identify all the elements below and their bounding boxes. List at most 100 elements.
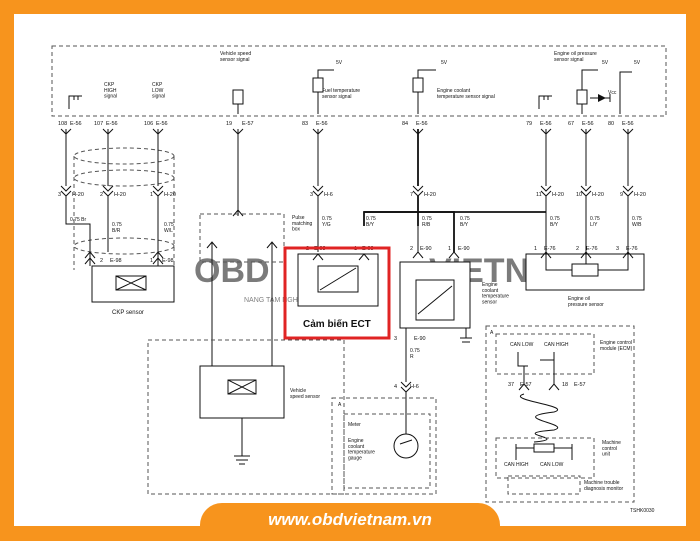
svg-text:18: 18 [562, 382, 568, 388]
svg-text:E-76: E-76 [544, 246, 556, 252]
svg-text:3: 3 [394, 336, 397, 342]
svg-text:OBD: OBD [194, 252, 270, 290]
svg-text:0.75L/Y: 0.75L/Y [590, 216, 600, 228]
svg-text:E-56: E-56 [316, 121, 328, 127]
svg-text:0.75R/B: 0.75R/B [422, 216, 432, 228]
svg-text:0.75B/R: 0.75B/R [112, 222, 122, 234]
label-vcc: Vcc [608, 90, 617, 96]
svg-text:E-57: E-57 [520, 382, 532, 388]
ground-icon [538, 95, 552, 109]
label-5v-1: 5V [336, 60, 343, 66]
svg-text:2: 2 [410, 246, 413, 252]
svg-text:H-6: H-6 [324, 192, 333, 198]
svg-text:0.75B/Y: 0.75B/Y [366, 216, 376, 228]
svg-text:H-20: H-20 [114, 192, 126, 198]
svg-text:E-56: E-56 [70, 121, 82, 127]
svg-text:79: 79 [526, 121, 532, 127]
svg-text:E-56: E-56 [156, 121, 168, 127]
resistor-icon [412, 77, 424, 93]
svg-text:A: A [490, 330, 494, 336]
svg-text:11: 11 [536, 192, 542, 198]
svg-text:H-6: H-6 [410, 384, 419, 390]
svg-text:CAN LOW: CAN LOW [540, 462, 564, 468]
diagram-code: TSHK0030 [630, 508, 655, 514]
svg-text:H-20: H-20 [72, 192, 84, 198]
svg-text:107: 107 [94, 121, 103, 127]
supply-lines [317, 69, 632, 104]
svg-text:3: 3 [58, 192, 61, 198]
svg-text:H-20: H-20 [424, 192, 436, 198]
svg-text:E-57: E-57 [242, 121, 254, 127]
svg-text:H-20: H-20 [164, 192, 176, 198]
svg-text:2: 2 [576, 246, 579, 252]
svg-text:E-56: E-56 [622, 121, 634, 127]
svg-text:1: 1 [150, 192, 153, 198]
svg-text:9: 9 [620, 192, 623, 198]
svg-text:84: 84 [402, 121, 408, 127]
svg-text:E-98: E-98 [162, 258, 174, 264]
svg-text:CAN LOW: CAN LOW [510, 342, 534, 348]
ground-icon [68, 95, 82, 109]
ckp-sensor-label: CKP sensor [112, 310, 144, 316]
svg-text:E-56: E-56 [416, 121, 428, 127]
svg-text:0.75W/B: 0.75W/B [632, 216, 642, 228]
svg-text:3: 3 [310, 192, 313, 198]
gauge-icon [393, 433, 419, 459]
svg-text:E-90: E-90 [420, 246, 432, 252]
svg-text:0.75B/Y: 0.75B/Y [460, 216, 470, 228]
svg-text:1: 1 [534, 246, 537, 252]
svg-text:19: 19 [226, 121, 232, 127]
resistor-icon [576, 89, 588, 105]
svg-text:E-90: E-90 [414, 336, 426, 342]
svg-text:E-76: E-76 [586, 246, 598, 252]
website-url[interactable]: www.obdvietnam.vn [268, 510, 432, 529]
svg-text:4: 4 [394, 384, 397, 390]
shield-cylinder [73, 147, 175, 270]
svg-text:H-20: H-20 [552, 192, 564, 198]
svg-text:1: 1 [150, 258, 153, 264]
svg-text:2: 2 [100, 192, 103, 198]
ect-highlight-label: Cảm biến ECT [303, 318, 371, 330]
svg-text:108: 108 [58, 121, 67, 127]
svg-text:3: 3 [616, 246, 619, 252]
connector-arrows [60, 128, 634, 393]
svg-text:80: 80 [608, 121, 614, 127]
svg-text:CAN HIGH: CAN HIGH [504, 462, 529, 468]
svg-text:0.75R: 0.75R [410, 348, 420, 360]
svg-text:83: 83 [302, 121, 308, 127]
svg-text:CAN HIGH: CAN HIGH [544, 342, 569, 348]
diode-triangle-icon [598, 94, 606, 102]
svg-text:A: A [338, 402, 342, 408]
svg-text:1: 1 [448, 246, 451, 252]
svg-text:E-90: E-90 [458, 246, 470, 252]
wires [65, 129, 629, 465]
label-5v-4: 5V [634, 60, 641, 66]
ect-highlight-box [283, 246, 391, 340]
svg-text:E-56: E-56 [582, 121, 594, 127]
svg-text:0.75 Br: 0.75 Br [70, 217, 86, 223]
footer-tab: www.obdvietnam.vn [200, 503, 500, 541]
svg-text:106: 106 [144, 121, 153, 127]
